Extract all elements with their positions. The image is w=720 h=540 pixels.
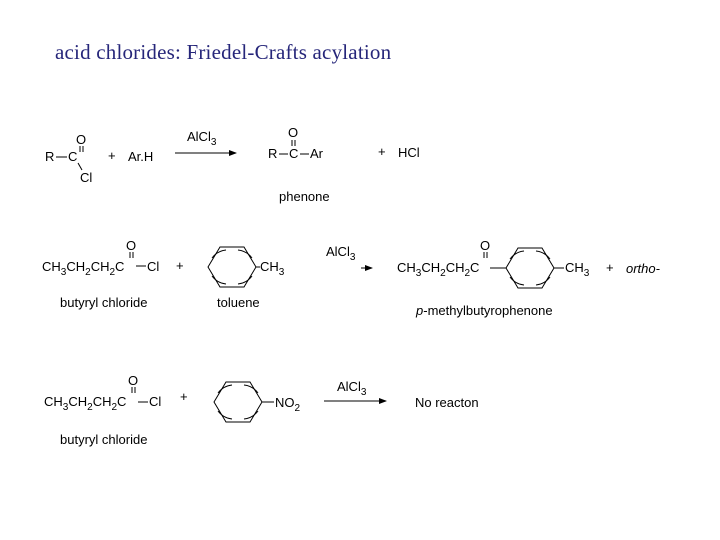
row3-plus1: +	[180, 389, 188, 404]
row1-r1-cl: Cl	[80, 170, 92, 185]
row1-p-c: C	[289, 146, 298, 161]
row1-reagent: AlCl3	[187, 129, 217, 148]
row2-product-name: p-methylbutyrophenone	[415, 303, 553, 318]
slide-title: acid chlorides: Friedel-Crafts acylation	[55, 40, 392, 64]
row3-reagent: AlCl3	[337, 379, 367, 398]
row3-r1-formula: CH3CH2CH2C	[44, 394, 126, 413]
row2-reagent: AlCl3	[326, 244, 356, 263]
row1-plus2: +	[378, 144, 386, 159]
row3-reactant1-name: butyryl chloride	[60, 432, 147, 447]
row1-r1-r: R	[45, 149, 54, 164]
row3-result: No reacton	[415, 395, 479, 410]
row3-nitrobenzene-ring	[213, 381, 274, 423]
row2-ortho: ortho-	[626, 261, 661, 276]
row2-r1-o: O	[126, 238, 136, 253]
row2-plus1: +	[176, 258, 184, 273]
row3-ring-no2: NO2	[275, 395, 301, 414]
row1-r1-o: O	[76, 132, 86, 147]
row2-reactant2-name: toluene	[217, 295, 260, 310]
row1-product-name: phenone	[279, 189, 330, 204]
row1-p-o: O	[288, 125, 298, 140]
row1-byproduct: HCl	[398, 145, 420, 160]
row2-r1-cl: Cl	[147, 259, 159, 274]
row2-p-ch3: CH3	[565, 260, 590, 279]
row2-reactant1-name: butyryl chloride	[60, 295, 147, 310]
row1-acid-chloride: O R C Cl	[45, 132, 92, 185]
row2-product: O CH3CH2CH2C CH3	[397, 238, 590, 289]
row1-p-ar: Ar	[310, 146, 324, 161]
row3-r1-o: O	[128, 373, 138, 388]
row1-reactant2: Ar.H	[128, 149, 153, 164]
row2-plus2: +	[606, 260, 614, 275]
row3-butyryl-chloride: O CH3CH2CH2C Cl	[44, 373, 161, 413]
row1-r1-c: C	[68, 149, 77, 164]
row2-p-formula: CH3CH2CH2C	[397, 260, 479, 279]
row1-p-r: R	[268, 146, 277, 161]
row2-ring-ch3: CH3	[260, 259, 285, 278]
row1-product: O R C Ar	[268, 125, 324, 161]
row2-toluene-ring	[207, 246, 260, 288]
row2-r1-formula: CH3CH2CH2C	[42, 259, 124, 278]
row2-butyryl-chloride: O CH3CH2CH2C Cl	[42, 238, 159, 278]
row3-r1-cl: Cl	[149, 394, 161, 409]
row1-plus1: +	[108, 148, 116, 163]
row2-p-o: O	[480, 238, 490, 253]
